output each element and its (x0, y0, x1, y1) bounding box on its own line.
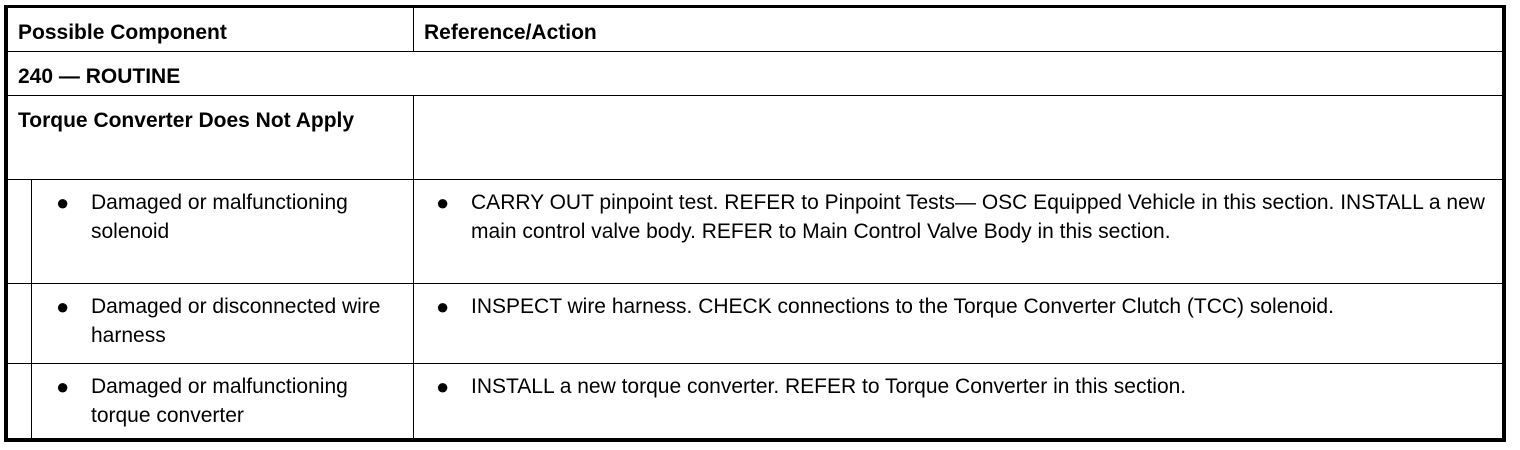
action-cell: ● INSTALL a new torque converter. REFER … (413, 363, 1503, 439)
diagnostic-table: Possible Component Reference/Action 240 … (6, 7, 1503, 439)
table-row: ● Damaged or malfunctioning solenoid ● C… (7, 179, 1503, 284)
indent-cell (7, 179, 32, 284)
action-text: INSPECT wire harness. CHECK connections … (471, 295, 1334, 318)
action-cell: ● CARRY OUT pinpoint test. REFER to Pinp… (413, 179, 1503, 284)
condition-empty-cell (413, 95, 1503, 180)
diagnostic-table-frame: Possible Component Reference/Action 240 … (4, 5, 1506, 442)
component-cell: ● Damaged or malfunctioning torque conve… (30, 363, 415, 439)
bullet-icon: ● (56, 294, 70, 319)
table-row: ● Damaged or malfunctioning torque conve… (7, 363, 1503, 439)
indent-cell (7, 363, 32, 439)
section-row: 240 — ROUTINE (7, 51, 1503, 96)
table-row: ● Damaged or disconnected wire harness ●… (7, 283, 1503, 364)
action-cell: ● INSPECT wire harness. CHECK connection… (413, 283, 1503, 364)
bullet-icon: ● (436, 294, 450, 319)
bullet-icon: ● (56, 374, 70, 399)
component-cell: ● Damaged or malfunctioning solenoid (30, 179, 415, 284)
bullet-icon: ● (436, 190, 450, 215)
component-text: Damaged or disconnected wire harness (91, 295, 381, 347)
component-text: Damaged or malfunctioning solenoid (91, 191, 348, 243)
condition-title: Torque Converter Does Not Apply (6, 95, 415, 180)
action-text: INSTALL a new torque converter. REFER to… (471, 375, 1187, 398)
header-possible-component: Possible Component (6, 7, 415, 52)
condition-row: Torque Converter Does Not Apply (6, 95, 1503, 180)
section-title: 240 — ROUTINE (7, 51, 1503, 96)
bullet-icon: ● (436, 374, 450, 399)
component-cell: ● Damaged or disconnected wire harness (30, 283, 415, 364)
action-text: CARRY OUT pinpoint test. REFER to Pinpoi… (471, 191, 1485, 243)
indent-cell (7, 283, 32, 364)
header-reference-action: Reference/Action (413, 7, 1503, 52)
bullet-icon: ● (56, 190, 70, 215)
component-text: Damaged or malfunctioning torque convert… (91, 375, 348, 427)
table-header-row: Possible Component Reference/Action (6, 7, 1503, 52)
